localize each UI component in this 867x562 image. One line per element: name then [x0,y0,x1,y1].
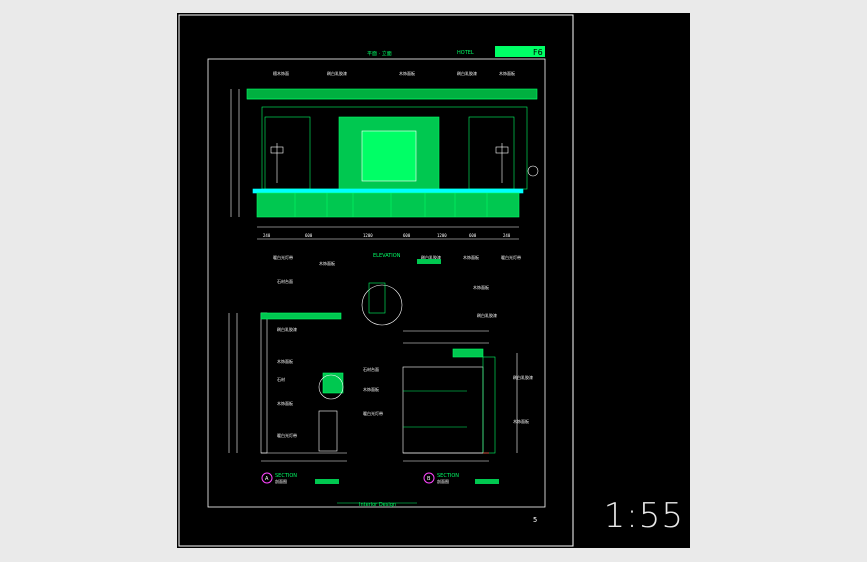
elevation-title-tag [417,259,441,264]
outer-border [178,14,574,547]
svg-text:240: 240 [503,233,511,238]
svg-text:A: A [265,476,269,482]
section-b-notes: 木饰面板 刷白乳胶漆 石材台面 木饰面板 暖白光灯带 刷白乳胶漆 木饰面板 [363,284,533,424]
page-number: 5 [533,516,538,524]
note: 木饰面板 [399,70,415,76]
elevation-drawing [230,88,539,240]
svg-text:木饰面板: 木饰面板 [277,400,293,406]
footer-text: Interior Design [359,502,396,508]
svg-text:石材台面: 石材台面 [363,366,379,372]
section-a-tag [315,479,339,484]
section-b-sub: 剖面图 [437,478,449,484]
counter-top [252,188,524,194]
svg-text:暖白光灯带: 暖白光灯带 [273,254,293,260]
svg-text:刷白乳胶漆: 刷白乳胶漆 [477,312,497,318]
svg-text:刷白乳胶漆: 刷白乳胶漆 [277,326,297,332]
svg-text:240: 240 [263,233,271,238]
inner-border [207,58,546,508]
section-a-drawing [228,282,403,462]
svg-text:1200: 1200 [437,233,447,238]
svg-text:木饰面板: 木饰面板 [473,284,489,290]
svg-text:木饰面板: 木饰面板 [463,254,479,260]
section-a-marker [261,472,273,484]
elevation-title: ELEVATION [373,253,401,259]
note: 木饰面板 [499,70,515,76]
svg-text:木饰面板: 木饰面板 [319,260,335,266]
header-left-text: 平面 · 立面 [367,50,392,57]
elevation-bottom-notes: 暖白光灯带 木饰面板 刷白乳胶漆 木饰面板 暖白光灯带 [273,254,521,266]
header-code: F6 [533,48,543,57]
cad-drawing-canvas[interactable]: 平面 · 立面 HOTEL F6 [177,13,690,548]
svg-text:暖白光灯带: 暖白光灯带 [501,254,521,260]
scale-readout: 1:55 [603,496,684,536]
cornice [246,88,538,100]
section-a-title: SECTION [275,473,297,479]
note: 刷白乳胶漆 [327,70,347,76]
svg-text:木饰面板: 木饰面板 [363,386,379,392]
svg-text:刷白乳胶漆: 刷白乳胶漆 [513,374,533,380]
section-b-marker [423,472,435,484]
section-b-title: SECTION [437,473,459,479]
note: 刷白乳胶漆 [457,70,477,76]
svg-text:600: 600 [469,233,477,238]
svg-text:木饰面板: 木饰面板 [277,358,293,364]
svg-text:1200: 1200 [363,233,373,238]
cad-sheet: 平面 · 立面 HOTEL F6 [178,14,574,547]
svg-text:暖白光灯带: 暖白光灯带 [363,410,383,416]
svg-text:暖白光灯带: 暖白光灯带 [277,432,297,438]
svg-text:B: B [427,476,431,482]
section-a-sub: 剖面图 [275,478,287,484]
svg-text:木饰面板: 木饰面板 [513,418,529,424]
section-a-notes: 石材台面 刷白乳胶漆 木饰面板 石材 木饰面板 暖白光灯带 [277,278,297,438]
counter-front [256,192,520,218]
svg-text:石材: 石材 [277,376,285,382]
header-title-block [495,46,545,57]
svg-text:600: 600 [403,233,411,238]
section-b-tag [475,479,499,484]
svg-text:刷白乳胶漆: 刷白乳胶漆 [421,254,441,260]
elevation-dimensions: 240 600 1200 600 1200 600 240 [263,233,511,238]
note: 檀木饰面 [273,70,289,76]
elevation-top-notes: 檀木饰面 刷白乳胶漆 木饰面板 刷白乳胶漆 木饰面板 [273,70,515,76]
section-b-drawing [402,330,518,462]
header-mid-text: HOTEL [457,50,474,56]
svg-text:石材台面: 石材台面 [277,278,293,284]
svg-text:600: 600 [305,233,313,238]
